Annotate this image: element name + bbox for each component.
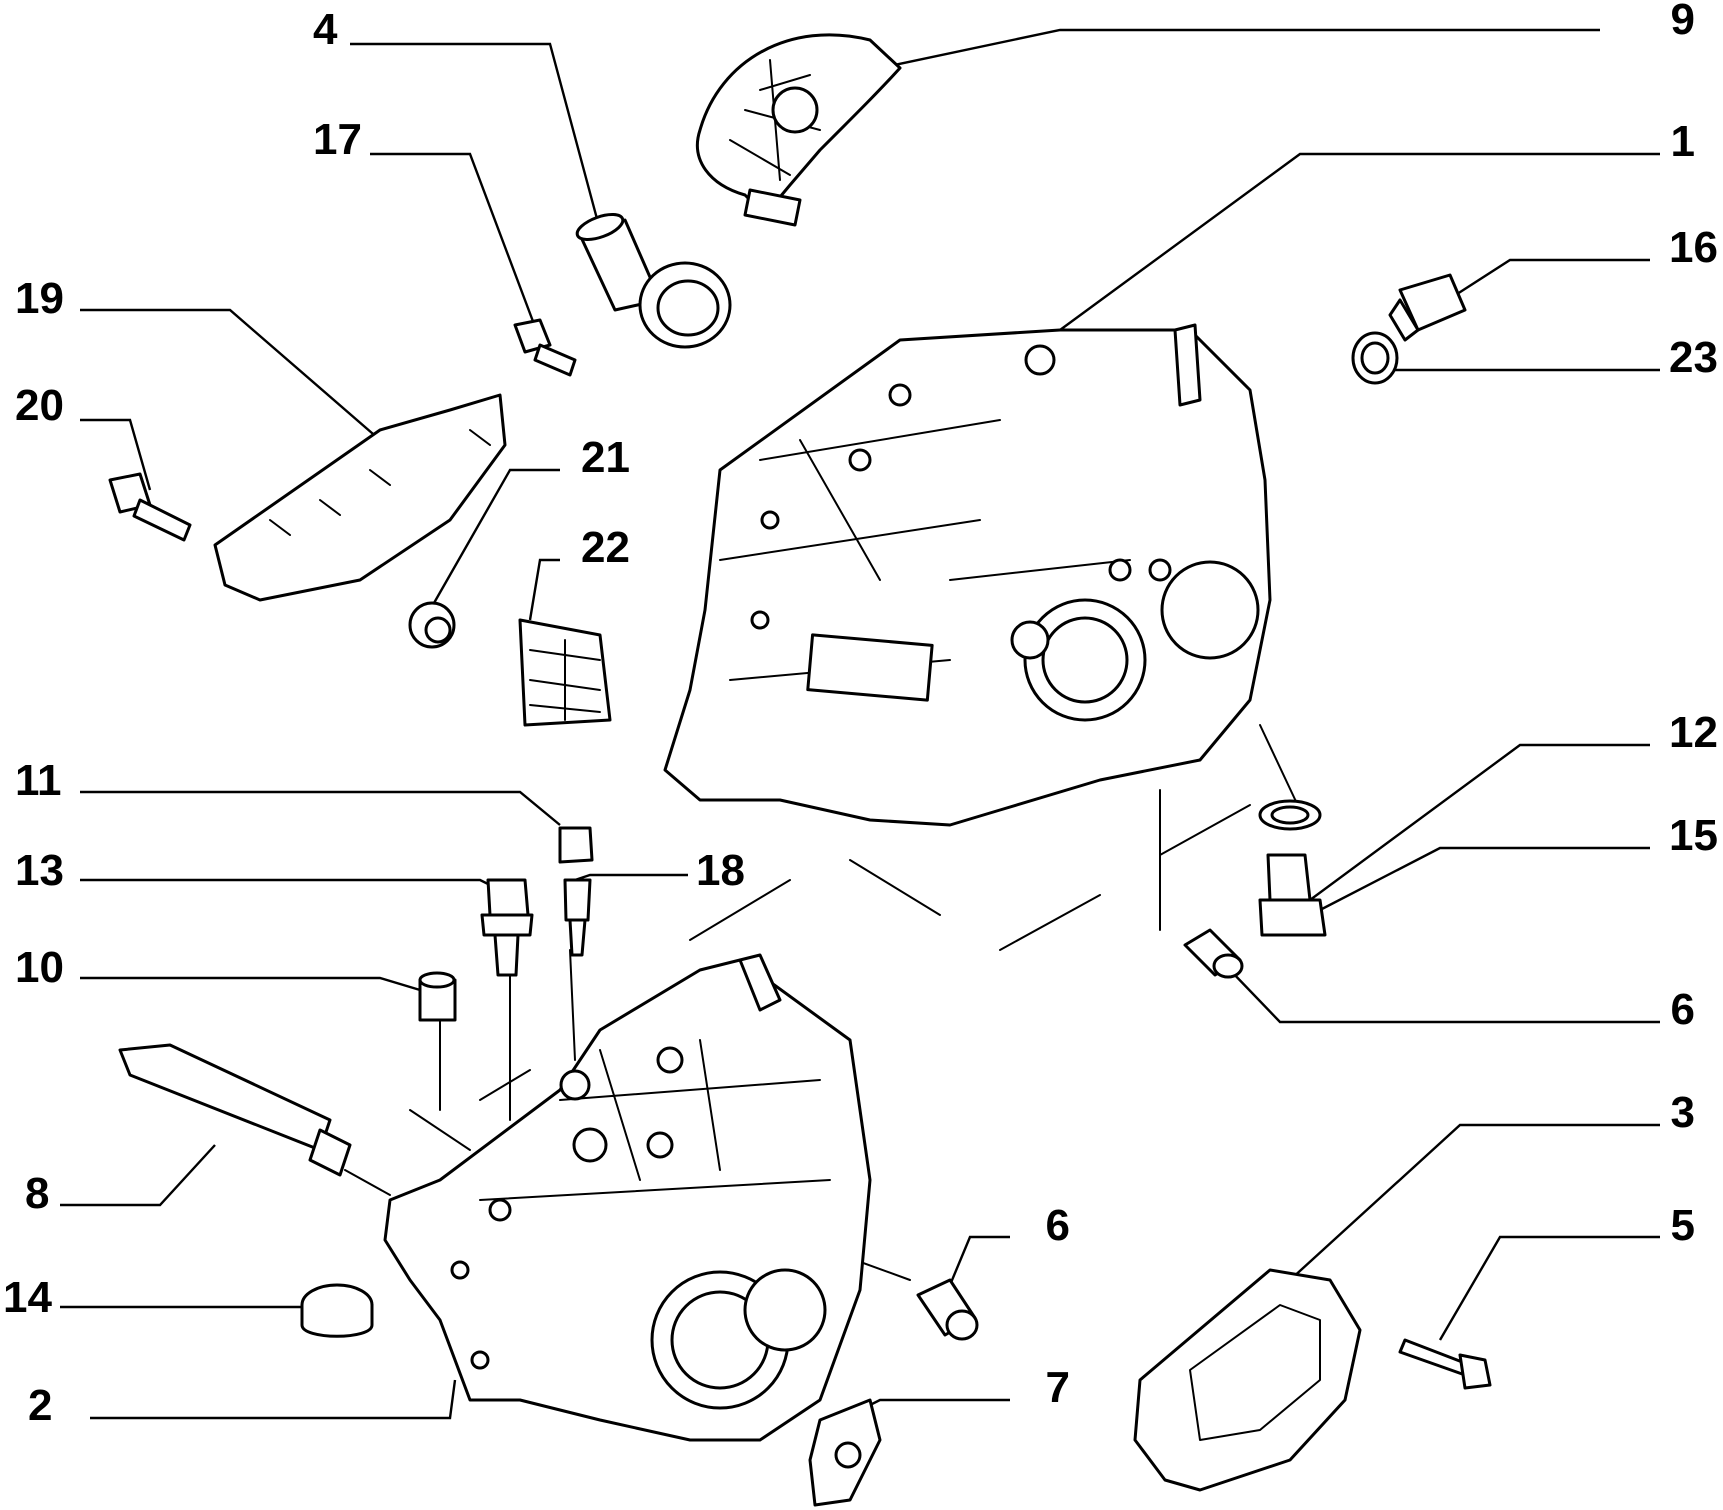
part-8-shaft bbox=[118, 1043, 352, 1177]
callout-5: 5 bbox=[1671, 1201, 1695, 1250]
leader-6-left bbox=[948, 1235, 1010, 1286]
leader-17 bbox=[370, 152, 542, 341]
callout-14: 14 bbox=[3, 1273, 52, 1322]
guide-line bbox=[689, 879, 791, 941]
guide-line bbox=[479, 1069, 531, 1101]
part-20-bolt bbox=[108, 472, 192, 542]
callout-13: 13 bbox=[15, 846, 64, 895]
callout-16: 16 bbox=[1669, 223, 1718, 272]
leader-9 bbox=[879, 28, 1600, 70]
callout-12: 12 bbox=[1669, 708, 1718, 757]
callout-7: 7 bbox=[1046, 1363, 1070, 1412]
leader-7 bbox=[859, 1398, 1010, 1412]
part-7-seal-plate bbox=[808, 1398, 882, 1507]
callout-23: 23 bbox=[1669, 333, 1718, 382]
leader-22 bbox=[528, 558, 560, 621]
guide-line bbox=[999, 894, 1101, 951]
callout-19: 19 bbox=[15, 274, 64, 323]
leader-16 bbox=[1439, 258, 1650, 307]
part-12-washer bbox=[1258, 799, 1322, 831]
guide-line bbox=[409, 1109, 471, 1151]
part-2-casing bbox=[383, 953, 872, 1442]
callout-6b: 6 bbox=[1046, 1201, 1070, 1250]
guide-line bbox=[1159, 804, 1251, 856]
leader-2 bbox=[90, 1379, 457, 1420]
leader-11 bbox=[80, 790, 561, 826]
callout-6a: 6 bbox=[1671, 985, 1695, 1034]
part-23-washer bbox=[1351, 331, 1399, 385]
part-17-bolt bbox=[513, 318, 577, 377]
callout-18: 18 bbox=[696, 846, 745, 895]
part-1-housing bbox=[663, 323, 1272, 827]
callout-10: 10 bbox=[15, 943, 64, 992]
part-15-plug bbox=[1258, 853, 1327, 937]
part-6-bushing-left bbox=[916, 1278, 979, 1341]
part-11-connector bbox=[558, 826, 594, 864]
callout-labels: 4 9 17 1 16 19 23 20 21 22 12 11 15 13 1… bbox=[3, 0, 1718, 1430]
callout-11: 11 bbox=[15, 756, 62, 805]
leader-5 bbox=[1438, 1235, 1660, 1341]
leader-8 bbox=[60, 1144, 216, 1207]
part-22-filter bbox=[518, 618, 612, 727]
part-9-cover bbox=[695, 33, 902, 227]
part-5-bolt bbox=[1398, 1338, 1492, 1390]
callout-21: 21 bbox=[581, 433, 630, 482]
part-16-plug bbox=[1388, 273, 1467, 342]
callout-15: 15 bbox=[1669, 811, 1718, 860]
leader-18 bbox=[574, 873, 688, 882]
callout-8: 8 bbox=[25, 1169, 49, 1218]
guide-line bbox=[569, 949, 576, 1061]
part-3-end-cover bbox=[1133, 1268, 1362, 1492]
leader-10 bbox=[80, 976, 421, 992]
leader-6-right bbox=[1229, 969, 1660, 1024]
leader-21 bbox=[428, 468, 560, 611]
callout-4: 4 bbox=[313, 5, 338, 54]
guide-line bbox=[849, 859, 941, 916]
callout-2: 2 bbox=[28, 1381, 52, 1430]
callout-9: 9 bbox=[1671, 0, 1695, 44]
part-14-cap bbox=[300, 1283, 374, 1338]
part-19-shield bbox=[213, 393, 507, 602]
part-6-bushing-right bbox=[1183, 928, 1244, 979]
guide-line bbox=[344, 1169, 391, 1196]
leader-4 bbox=[350, 42, 602, 231]
leader-12 bbox=[1309, 743, 1650, 901]
part-4-bearing-guide bbox=[575, 213, 732, 349]
part-18-sensor bbox=[563, 878, 592, 957]
leader-19 bbox=[80, 308, 381, 441]
callout-22: 22 bbox=[581, 523, 630, 572]
part-21-plug bbox=[408, 601, 456, 649]
leader-13 bbox=[80, 878, 501, 892]
callout-1: 1 bbox=[1671, 117, 1695, 166]
leader-1 bbox=[1059, 152, 1660, 331]
guide-line bbox=[1259, 724, 1301, 811]
part-13-sensor bbox=[480, 878, 534, 977]
callout-17: 17 bbox=[313, 115, 362, 164]
callout-20: 20 bbox=[15, 381, 64, 430]
part-10-bushing bbox=[418, 971, 457, 1022]
callout-3: 3 bbox=[1671, 1088, 1695, 1137]
leader-20 bbox=[80, 418, 152, 491]
leader-3 bbox=[1289, 1123, 1660, 1281]
leader-15 bbox=[1319, 846, 1650, 912]
